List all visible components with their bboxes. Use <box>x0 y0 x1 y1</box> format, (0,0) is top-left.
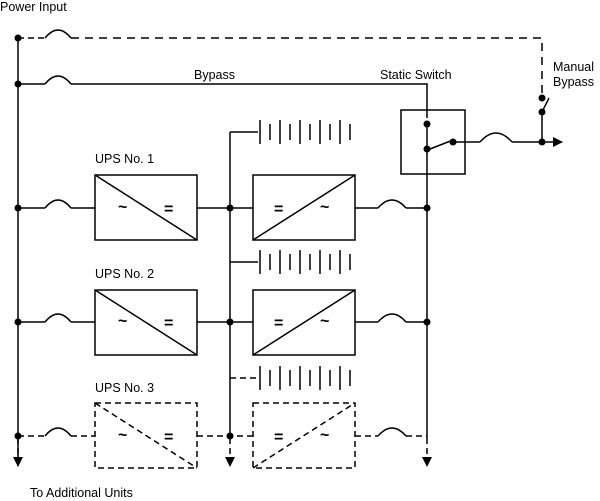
additional-units-label: To Additional Units <box>30 486 133 500</box>
output-breaker-icon <box>479 132 513 143</box>
ups3-rectifier-dc-symbol: = <box>164 429 173 446</box>
ups3-inverter-dc-symbol: = <box>274 429 283 446</box>
manual-bypass-label-line2: Bypass <box>553 75 594 89</box>
ups2-row <box>18 289 427 356</box>
power-input-label: Power Input <box>0 0 67 14</box>
ups1-inverter-dc-symbol: = <box>274 201 283 218</box>
ups1-label: UPS No. 1 <box>95 152 154 166</box>
battery-3-icon <box>230 366 351 390</box>
bypass-label: Bypass <box>194 68 235 82</box>
junction-dots <box>14 34 546 440</box>
ups2-inverter-ac-symbol: ~ <box>320 313 329 330</box>
manual-feed-line-b <box>71 37 543 98</box>
ups3-inverter-ac-symbol: ~ <box>320 427 329 444</box>
static-switch-label: Static Switch <box>380 68 452 82</box>
ups2-label: UPS No. 2 <box>95 267 154 281</box>
manual-bypass-label-line1: Manual <box>553 60 594 74</box>
ups3-rectifier-ac-symbol: ~ <box>118 427 127 444</box>
static-switch-contact-b <box>429 139 454 150</box>
battery-1-icon <box>230 120 351 144</box>
ups1-rectifier-ac-symbol: ~ <box>118 199 127 216</box>
ups1-row <box>18 174 427 241</box>
ups1-inverter-ac-symbol: ~ <box>320 199 329 216</box>
ups1-rectifier-dc-symbol: = <box>164 201 173 218</box>
ups3-label: UPS No. 3 <box>95 381 154 395</box>
bypass-line-b <box>71 83 428 118</box>
ups2-rectifier-dc-symbol: = <box>164 315 173 332</box>
battery-2-icon <box>230 250 351 274</box>
ups3-row <box>18 402 427 469</box>
ups2-rectifier-ac-symbol: ~ <box>118 313 127 330</box>
manual-feed-breaker-icon <box>44 29 72 39</box>
ups2-inverter-dc-symbol: = <box>274 315 283 332</box>
bypass-breaker-icon <box>44 75 72 85</box>
